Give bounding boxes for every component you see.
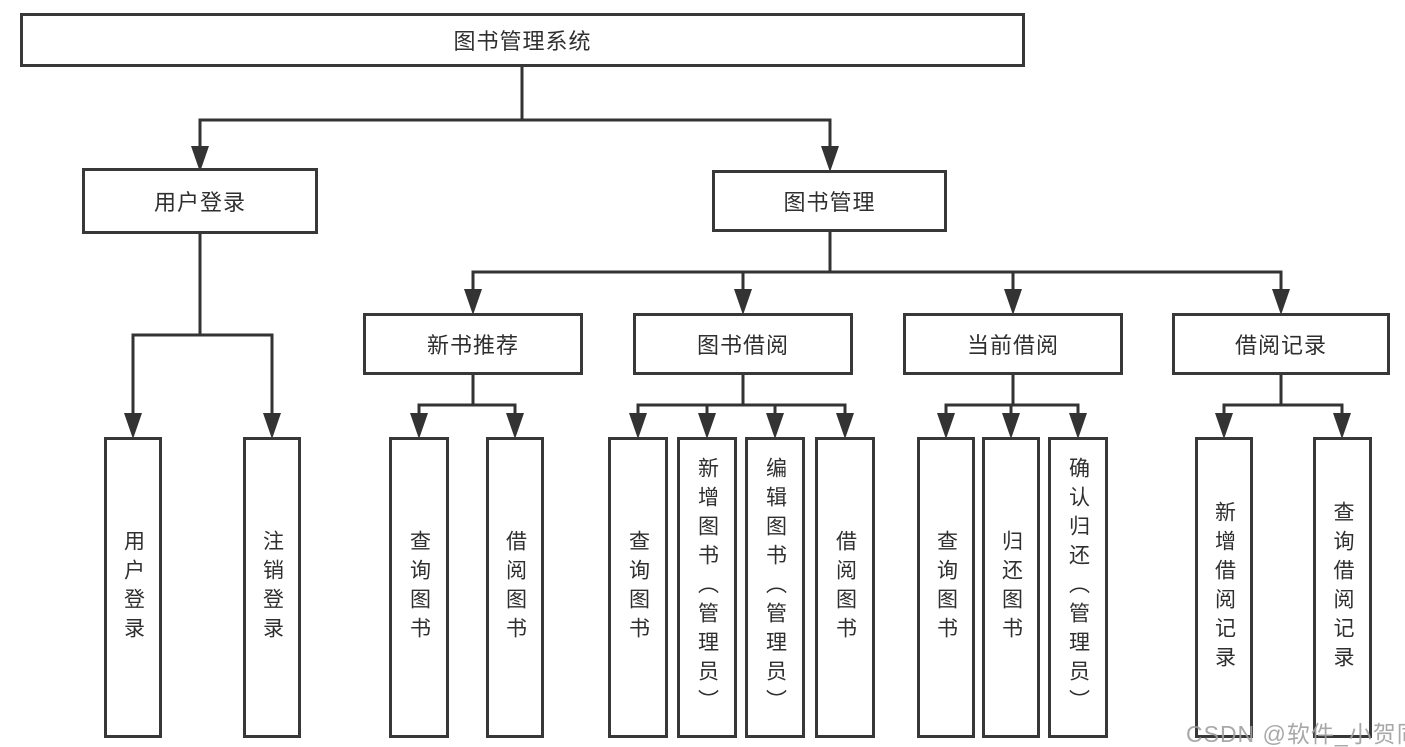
- node-book-borrowing: 图书借阅: [633, 313, 853, 375]
- leaf-label: 查询图书: [407, 529, 431, 646]
- arrowheads: [124, 146, 1351, 439]
- leaf-node-return-books: 归还图书: [982, 437, 1040, 738]
- leaf-node-query-books-recommend: 查询图书: [389, 437, 449, 738]
- leaf-label: 归还图书: [999, 529, 1023, 646]
- node-label: 当前借阅: [966, 333, 1059, 358]
- node-label: 新书推荐: [426, 333, 519, 358]
- node-label: 图书管理系统: [453, 29, 592, 54]
- leaf-label: 编辑图书（管理员）: [763, 457, 787, 718]
- node-library-management-system: 图书管理系统: [20, 13, 1025, 67]
- node-new-book-recommendation: 新书推荐: [363, 313, 583, 375]
- leaf-node-query-borrow-record: 查询借阅记录: [1313, 437, 1372, 738]
- node-label: 图书管理: [783, 190, 876, 215]
- node-current-borrowing: 当前借阅: [903, 313, 1123, 375]
- leaf-node-user-login: 用户登录: [104, 437, 162, 738]
- leaf-node-edit-books-admin: 编辑图书（管理员）: [745, 437, 805, 738]
- csdn-watermark: CSDN @软件_小贺同学: [1186, 721, 1405, 747]
- node-book-management-branch: 图书管理: [712, 170, 947, 232]
- leaf-label: 借阅图书: [833, 529, 857, 646]
- leaf-node-query-books-borrowing: 查询图书: [608, 437, 668, 738]
- leaf-label: 新增借阅记录: [1212, 500, 1236, 675]
- node-label: 用户登录: [153, 190, 246, 215]
- leaf-label: 查询借阅记录: [1331, 500, 1354, 675]
- node-label: 借阅记录: [1234, 333, 1327, 358]
- leaf-node-query-books-current: 查询图书: [917, 437, 975, 738]
- leaf-label: 注销登录: [260, 529, 284, 646]
- leaf-node-borrow-books-recommend: 借阅图书: [486, 437, 544, 738]
- leaf-label: 查询图书: [626, 529, 650, 646]
- node-user-login-branch: 用户登录: [82, 168, 318, 234]
- leaf-label: 用户登录: [121, 529, 145, 646]
- leaf-node-add-books-admin: 新增图书（管理员）: [677, 437, 737, 738]
- node-label: 图书借阅: [696, 333, 789, 358]
- leaf-label: 借阅图书: [503, 529, 527, 646]
- leaf-node-logout: 注销登录: [243, 437, 301, 738]
- node-borrowing-records: 借阅记录: [1172, 313, 1390, 375]
- leaf-node-borrow-books-borrowing: 借阅图书: [815, 437, 875, 738]
- leaf-node-confirm-return-admin: 确认归还（管理员）: [1048, 437, 1108, 738]
- leaf-node-add-borrow-record: 新增借阅记录: [1195, 437, 1253, 738]
- leaf-label: 新增图书（管理员）: [695, 457, 719, 718]
- leaf-label: 查询图书: [934, 529, 958, 646]
- leaf-label: 确认归还（管理员）: [1066, 457, 1090, 718]
